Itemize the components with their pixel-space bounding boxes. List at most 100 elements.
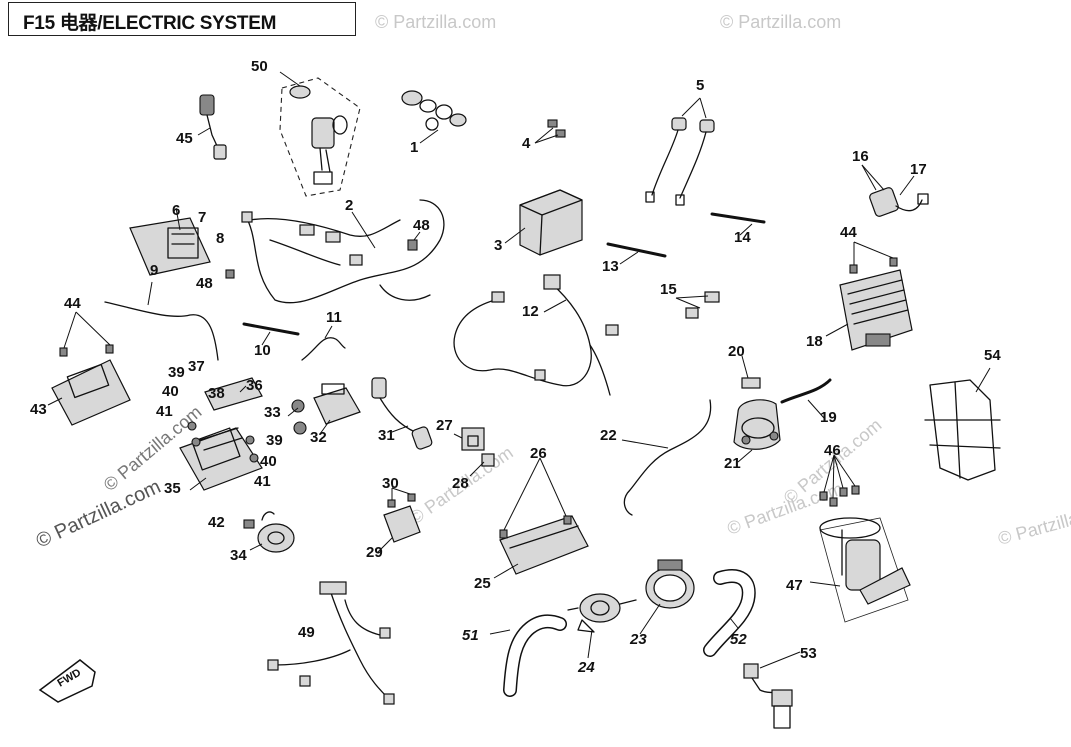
part-45-sensor [197, 94, 227, 160]
part-31-spark-plug-cap [371, 377, 433, 450]
part-35-fuse-box [179, 421, 263, 491]
callout-27: 27 [436, 417, 453, 434]
callout-23: 23 [629, 631, 647, 648]
callout-17: 17 [910, 161, 927, 178]
part-2-main-harness [241, 199, 445, 304]
part-11-wire [301, 325, 346, 361]
callout-33: 33 [264, 404, 281, 421]
callout-37: 37 [188, 358, 205, 375]
callout-10: 10 [254, 342, 271, 359]
callout-28: 28 [452, 475, 469, 492]
part-36-fuse-cover [204, 377, 263, 411]
callout-24: 24 [577, 659, 595, 676]
watermarks: © Partzilla.com © Partzilla.com © Partzi… [375, 12, 1071, 549]
callout-32: 32 [310, 429, 327, 446]
part-19-hose [780, 378, 832, 419]
callout-12: 12 [522, 303, 539, 320]
callout-5: 5 [696, 77, 704, 94]
callout-48-left: 48 [196, 275, 213, 292]
callout-40-bottom: 40 [260, 453, 277, 470]
callout-50: 50 [251, 58, 268, 75]
callout-7: 7 [198, 209, 206, 226]
callout-21: 21 [724, 455, 741, 472]
part-50-ignition-switch [279, 71, 361, 197]
part-1-grommet-set [401, 90, 467, 144]
callout-34: 34 [230, 547, 247, 564]
callout-1: 1 [410, 139, 418, 156]
part-48-bolt-right [407, 231, 421, 251]
part-22-wire [621, 399, 712, 516]
callout-29: 29 [366, 544, 383, 561]
callout-26: 26 [530, 445, 547, 462]
callout-36: 36 [246, 377, 263, 394]
part-32-ignition-coil [287, 383, 361, 435]
part-15-clips [675, 291, 720, 319]
part-17-sensor-with-lead [861, 164, 929, 217]
callout-45: 45 [176, 130, 193, 147]
callout-11: 11 [326, 309, 342, 326]
callout-42: 42 [208, 514, 225, 531]
part-5-lamp-sockets [645, 97, 715, 206]
callout-19: 19 [820, 409, 837, 426]
part-9-wire [104, 281, 219, 361]
forward-arrow-icon: FWD [38, 659, 96, 703]
callout-48-right: 48 [413, 217, 430, 234]
part-43-ecu [47, 311, 131, 426]
part-28-connector [469, 453, 495, 477]
callout-22: 22 [600, 427, 617, 444]
callout-18: 18 [806, 333, 823, 350]
part-47-fuel-pump-assembly [809, 454, 911, 623]
part-29-module [377, 487, 421, 553]
callout-35: 35 [164, 480, 181, 497]
callout-47: 47 [786, 577, 803, 594]
callout-4: 4 [522, 135, 531, 152]
callout-30: 30 [382, 475, 399, 492]
part-23-clamp [639, 559, 695, 635]
callout-13: 13 [602, 258, 619, 275]
callout-41-bottom: 41 [254, 473, 271, 490]
callout-2: 2 [345, 197, 353, 214]
callout-51: 51 [462, 627, 479, 644]
callout-labels: 50 45 1 4 5 16 17 6 7 8 48 2 48 3 14 44 … [30, 58, 1001, 676]
callout-49: 49 [298, 624, 315, 641]
callout-38: 38 [208, 385, 225, 402]
callout-8: 8 [216, 230, 224, 247]
title-box: F15 电器/ELECTRIC SYSTEM [8, 2, 356, 36]
callout-46: 46 [824, 442, 841, 459]
callout-53: 53 [800, 645, 817, 662]
part-25-control-unit [493, 457, 589, 579]
callout-25: 25 [474, 575, 491, 592]
part-48-bolt-left [225, 269, 235, 279]
callout-6: 6 [172, 202, 180, 219]
part-3-battery [504, 189, 583, 256]
part-49-sub-harness [267, 581, 395, 705]
callout-44-right: 44 [840, 224, 857, 241]
callout-39-bottom: 39 [266, 432, 283, 449]
callout-14: 14 [734, 229, 751, 246]
watermark-top-1: © Partzilla.com [375, 12, 496, 32]
page-title: F15 电器/ELECTRIC SYSTEM [23, 13, 277, 34]
part-10-cable-tie [242, 322, 300, 346]
watermark-left: © Partzilla.com [33, 476, 164, 553]
callout-15: 15 [660, 281, 677, 298]
part-53-sensor [743, 651, 801, 729]
callout-9: 9 [150, 262, 158, 279]
callout-16: 16 [852, 148, 869, 165]
part-24-fuel-filter [567, 593, 637, 659]
callout-31: 31 [378, 427, 395, 444]
part-27-relay [453, 427, 485, 451]
part-51-hose [489, 614, 567, 697]
watermark-top-2: © Partzilla.com [720, 12, 841, 32]
part-14-cable-tie [710, 212, 766, 236]
watermark-right-edge: © Partzilla.com [996, 498, 1071, 549]
callout-40-top: 40 [162, 383, 179, 400]
callout-54: 54 [984, 347, 1001, 364]
callout-44-left: 44 [64, 295, 81, 312]
part-54-bracket [924, 367, 1001, 481]
callout-41-top: 41 [156, 403, 173, 420]
callout-52: 52 [730, 631, 747, 648]
callout-20: 20 [728, 343, 745, 360]
part-52-hose [703, 569, 756, 657]
part-13-cable-tie [606, 242, 667, 265]
